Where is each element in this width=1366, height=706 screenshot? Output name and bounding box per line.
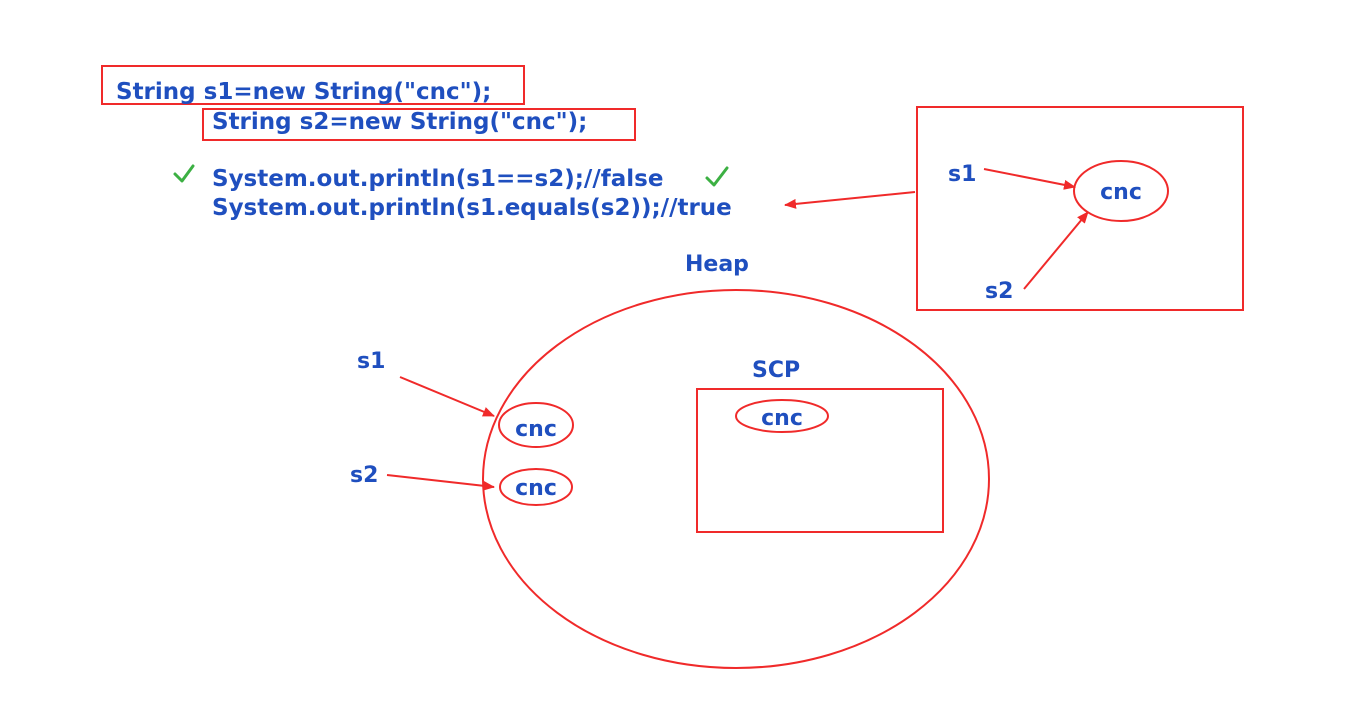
heap-obj2-label: cnc [515, 476, 557, 501]
equals-arrow [784, 191, 916, 209]
heap-ref-s2: s2 [350, 463, 378, 488]
check-icon [705, 166, 729, 187]
s1-declaration-box [101, 65, 525, 105]
equals-box [916, 106, 1244, 311]
equals-ref-s2: s2 [985, 279, 1013, 304]
scp-box [696, 388, 944, 533]
scp-cnc-label: cnc [761, 406, 803, 431]
equals-ref-s1: s1 [948, 162, 976, 187]
heap-obj1-ellipse [498, 402, 574, 448]
heap-ref-s1: s1 [357, 349, 385, 374]
equals-cnc-label: cnc [1100, 180, 1142, 205]
code-line-compare: System.out.println(s1==s2);//false [212, 166, 663, 192]
code-line-s1: String s1=new String("cnc"); [116, 79, 491, 105]
equals-s1-arrow [983, 168, 1076, 190]
heap-s2-arrow [386, 474, 495, 491]
code-line-equals: System.out.println(s1.equals(s2));//true [212, 195, 732, 221]
equals-cnc-ellipse [1073, 160, 1169, 222]
equals-s2-arrow [1023, 211, 1089, 290]
s2-declaration-box [202, 108, 636, 141]
scp-title: SCP [752, 358, 800, 383]
heap-obj2-ellipse [499, 468, 573, 506]
heap-s1-arrow [399, 376, 495, 417]
heap-obj1-label: cnc [515, 417, 557, 442]
heap-ellipse [482, 289, 990, 669]
scp-cnc-ellipse [735, 399, 829, 433]
heap-title: Heap [685, 252, 749, 277]
code-line-s2: String s2=new String("cnc"); [212, 109, 587, 135]
check-icon [173, 164, 195, 183]
